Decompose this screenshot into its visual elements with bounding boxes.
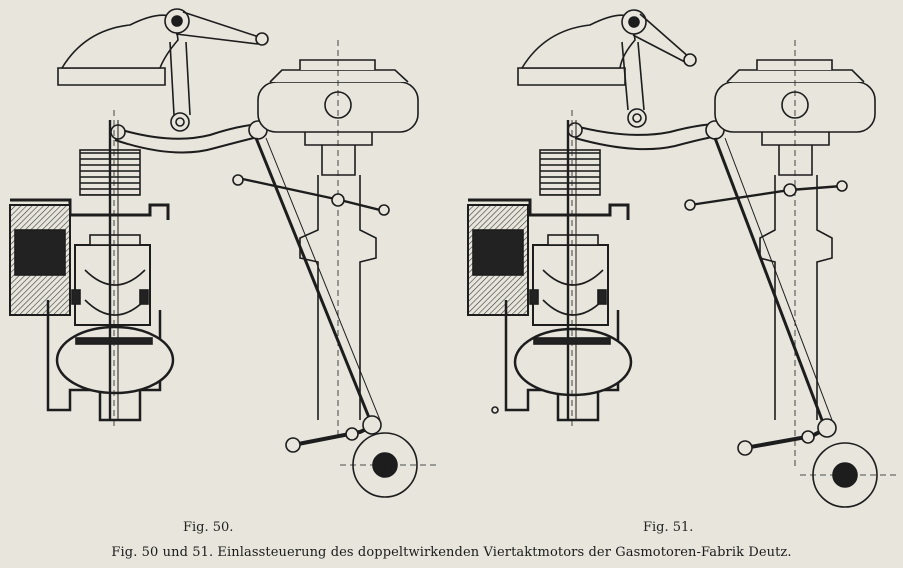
fig51-drawing: [467, 9, 900, 508]
figure-51-label: Fig. 51.: [643, 520, 694, 535]
figure-caption: Fig. 50 und 51. Einlassteuerung des dopp…: [111, 545, 792, 560]
fig50-drawing: [9, 8, 440, 498]
figure-50-label: Fig. 50.: [183, 520, 234, 535]
technical-drawing: [9, 8, 900, 508]
